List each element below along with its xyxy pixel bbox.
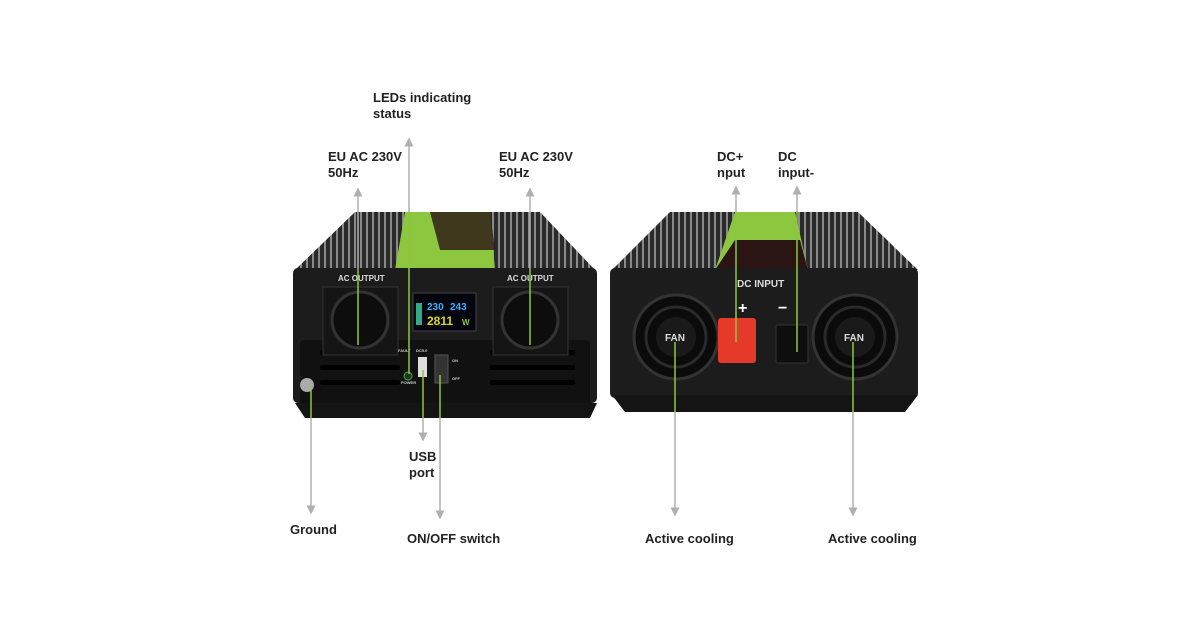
display-power: 2811 (427, 314, 453, 328)
label-dc-plus-line2: nput (717, 165, 746, 180)
dc-minus-terminal (775, 324, 809, 364)
label-eu-ac-left-line2: 50Hz (328, 165, 359, 180)
label-leds: LEDs indicating status (373, 90, 471, 122)
label-eu-ac-right-line1: EU AC 230V (499, 149, 573, 164)
ac-output-label-left: AC OUTPUT (338, 274, 385, 283)
on-off-switch (434, 354, 449, 384)
label-leds-line2: status (373, 106, 412, 121)
label-leds-line1: LEDs indicating (373, 90, 472, 105)
power-led-label: POWER (401, 380, 416, 385)
label-eu-ac-left-line1: EU AC 230V (328, 149, 402, 164)
label-eu-ac-right: EU AC 230V 50Hz (499, 149, 573, 181)
label-usb-line2: port (409, 465, 435, 480)
plus-sign: + (738, 300, 747, 317)
fault-led-label: FAULT (398, 348, 411, 353)
minus-sign: − (778, 300, 787, 317)
leader-lines (306, 137, 858, 520)
label-cooling-right: Active cooling (828, 531, 917, 546)
display-output-voltage: 243 (450, 302, 467, 313)
label-switch: ON/OFF switch (407, 531, 501, 546)
fan-label-left: FAN (665, 333, 685, 344)
ground-terminal (300, 378, 314, 392)
label-dc-minus-line2: input- (778, 165, 815, 180)
label-eu-ac-left: EU AC 230V 50Hz (328, 149, 402, 181)
label-dc-plus: DC+ nput (717, 149, 745, 181)
usb-port (418, 357, 427, 377)
dc-plus-terminal (718, 318, 756, 363)
inverter-back: DC INPUT + − FAN FAN (610, 212, 918, 412)
label-cooling-left: Active cooling (645, 531, 734, 546)
label-ground: Ground (290, 522, 337, 537)
inverter-front: AC OUTPUT AC OUTPUT 230 243 2811 W FAULT… (293, 212, 597, 418)
label-usb-line1: USB (409, 449, 437, 464)
label-dc-minus-line1: DC (778, 149, 797, 164)
dc-input-label: DC INPUT (737, 279, 784, 290)
label-dc-plus-line1: DC+ (717, 149, 744, 164)
label-dc-minus: DC input- (778, 149, 814, 181)
on-label: ON (452, 358, 458, 363)
label-usb: USB port (409, 449, 436, 481)
fan-label-right: FAN (844, 333, 864, 344)
display-unit: W (462, 318, 470, 327)
label-eu-ac-right-line2: 50Hz (499, 165, 530, 180)
off-label: OFF (452, 376, 461, 381)
power-led (403, 371, 413, 381)
display-input-voltage: 230 (427, 302, 444, 313)
usb-label: DC5.0 (416, 348, 428, 353)
